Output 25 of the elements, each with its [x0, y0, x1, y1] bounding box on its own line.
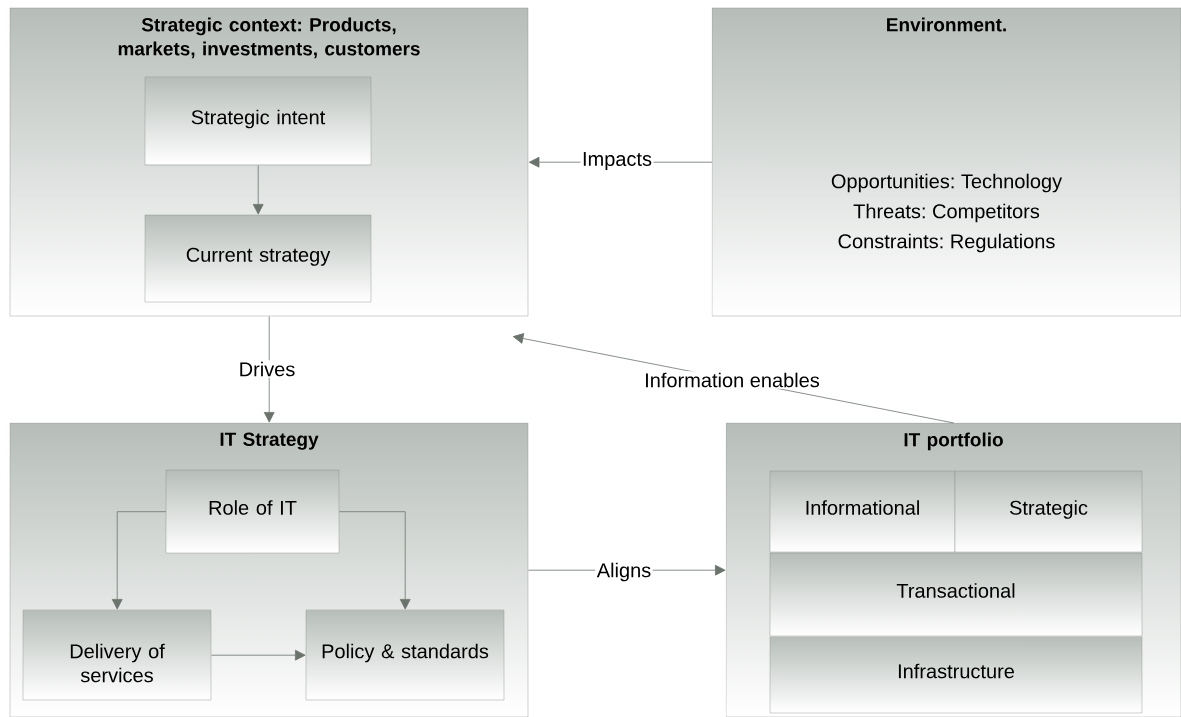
- edge-label: Information enables: [646, 372, 820, 388]
- arrow: [252, 165, 264, 215]
- box-heading: Environment.: [887, 17, 1006, 32]
- process-box: Role of IT: [165, 469, 340, 554]
- process-box: Informational: [769, 470, 956, 553]
- process-box: Strategic: [954, 470, 1143, 553]
- body-text: Opportunities: Technology: [831, 173, 1063, 193]
- edge-label: Aligns: [596, 562, 651, 582]
- group-panel: [711, 7, 1181, 317]
- body-text: Constraints: Regulations: [838, 233, 1055, 253]
- body-text: Threats: Competitors: [853, 203, 1040, 223]
- edge-label: Impacts: [583, 152, 652, 170]
- process-box: Policy & standards: [305, 609, 505, 701]
- arrow: [111, 511, 167, 610]
- process-box: Current strategy: [144, 214, 372, 303]
- process-box: Strategic intent: [144, 76, 372, 166]
- process-box: Infrastructure: [769, 636, 1143, 714]
- arrow: [339, 511, 411, 610]
- arrow: [263, 316, 275, 423]
- box-heading: IT Strategy: [220, 432, 319, 450]
- box-heading: IT portfolio: [904, 432, 1003, 451]
- edge-label: Drives: [240, 361, 295, 377]
- process-box: Delivery of services: [22, 609, 212, 701]
- box-heading: Strategic context: Products, markets, investments, customers: [118, 17, 420, 59]
- arrow: [211, 649, 306, 661]
